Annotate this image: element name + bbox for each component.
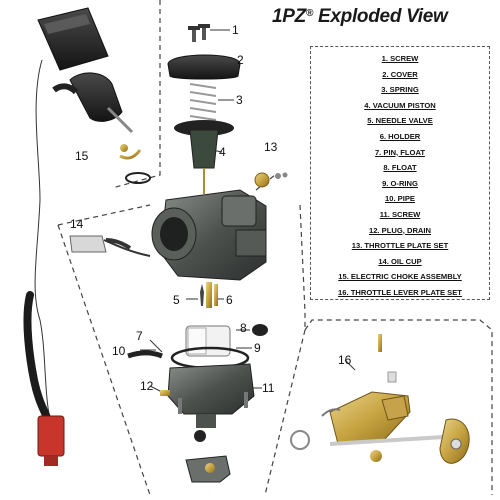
vacuum-piston-4	[189, 129, 219, 169]
legend-item: 11. SCREW	[379, 209, 421, 219]
callout-9: 9	[254, 341, 261, 355]
diagram-title: 1PZ® Exploded View	[272, 6, 448, 28]
callout-1: 1	[232, 23, 239, 37]
spring-3	[189, 83, 217, 121]
callout-14: 14	[70, 217, 84, 231]
callout-2: 2	[237, 53, 244, 67]
legend-item: 2. COVER	[382, 69, 418, 79]
legend-item: 9. O-RING	[382, 178, 418, 188]
throttle-lever-plate-set-16	[290, 334, 470, 464]
lever-region-border	[304, 319, 493, 495]
carburetor-body	[103, 189, 267, 281]
legend-item: 15. ELECTRIC CHOKE ASSEMBLY	[338, 272, 462, 282]
title-main: 1PZ	[272, 6, 306, 27]
float-pin-bushing	[252, 324, 268, 336]
section-dividers	[57, 0, 493, 496]
holder-6	[206, 282, 212, 308]
title-rest: Exploded View	[313, 6, 448, 27]
throttle-plate-13	[254, 172, 288, 188]
legend-item: 5. NEEDLE VALVE	[367, 116, 433, 126]
carb-region-divider-top	[57, 204, 151, 226]
screw-11a	[178, 398, 182, 414]
callout-6: 6	[226, 293, 233, 307]
legend-item: 8. FLOAT	[383, 163, 417, 173]
legend-item: 3. SPRING	[381, 85, 419, 95]
parts-legend: 1. SCREW 2. COVER 3. SPRING 4. VACUUM PI…	[310, 46, 490, 300]
top-parts-column	[167, 24, 241, 194]
callout-5: 5	[173, 293, 180, 307]
legend-item: 10. PIPE	[385, 194, 415, 204]
callout-8: 8	[240, 321, 247, 335]
legend-item: 1. SCREW	[381, 54, 419, 63]
carb-region-divider-right	[299, 204, 306, 330]
legend-item: 4. VACUUM PISTON	[364, 100, 436, 110]
needle-and-holder	[200, 282, 218, 308]
screw-11b	[244, 392, 248, 408]
legend-item: 16. THROTTLE LEVER PLATE SET	[338, 287, 462, 297]
cover-2	[167, 54, 241, 80]
callout-10: 10	[112, 344, 126, 358]
legend-item: 13. THROTTLE PLATE SET	[351, 241, 449, 251]
drain-plug-12	[160, 390, 170, 396]
needle-valve-5	[200, 284, 204, 306]
choke-wire-sheath	[23, 291, 52, 424]
oil-cup-14	[69, 235, 132, 253]
red-connector	[37, 415, 65, 457]
choke-o-ring	[125, 172, 151, 184]
diaphragm	[174, 120, 234, 136]
callout-7: 7	[136, 329, 143, 343]
pipe-10	[127, 350, 163, 359]
choke-wire-thin	[34, 59, 51, 421]
legend-item: 12. PLUG, DRAIN	[368, 225, 432, 235]
choke-region-divider	[111, 0, 161, 189]
float-bowl-group	[127, 324, 268, 483]
electric-choke-assembly	[23, 7, 151, 466]
callout-16: 16	[338, 353, 352, 367]
callout-13: 13	[264, 140, 278, 154]
legend-item: 7. PIN, FLOAT	[374, 147, 426, 157]
callout-4: 4	[219, 145, 226, 159]
carb-region-divider-left	[57, 224, 151, 496]
lever-region-divider	[264, 329, 306, 496]
callout-15: 15	[75, 149, 89, 163]
screws-1	[188, 24, 210, 42]
callout-3: 3	[236, 93, 243, 107]
legend-item: 6. HOLDER	[379, 131, 421, 141]
callout-11: 11	[262, 381, 275, 395]
legend-item: 14. OIL CUP	[378, 256, 422, 266]
registered-mark: ®	[305, 8, 314, 19]
callout-12: 12	[140, 379, 154, 393]
